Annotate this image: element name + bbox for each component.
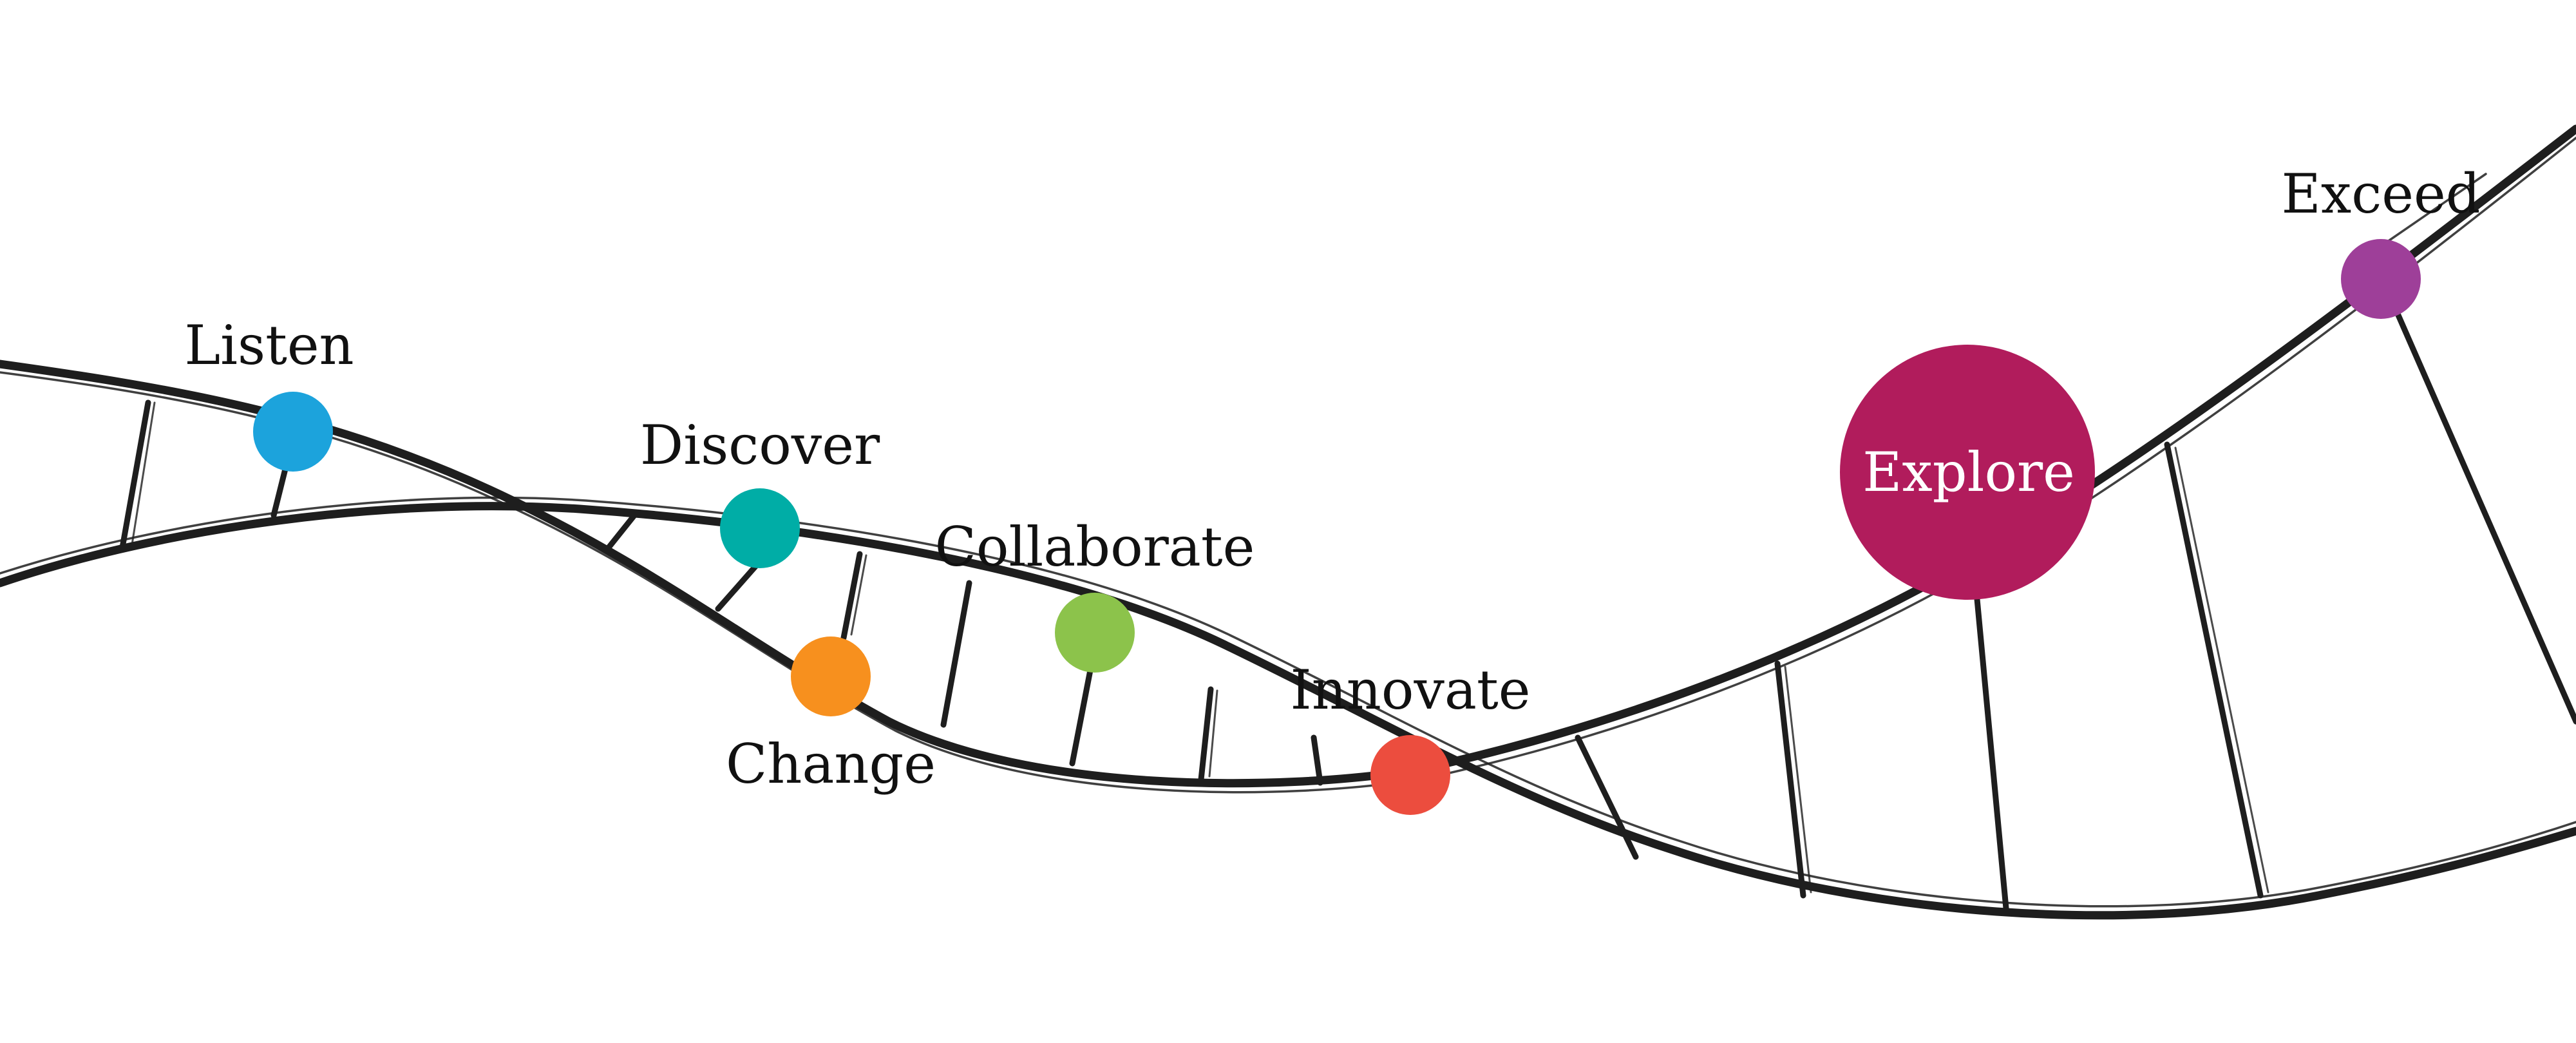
step-node-change bbox=[791, 636, 871, 716]
step-label-discover: Discover bbox=[640, 414, 880, 477]
step-node-discover bbox=[720, 488, 800, 568]
step-collaborate: Collaborate bbox=[935, 515, 1255, 673]
step-node-explore bbox=[1840, 345, 2095, 600]
helix-strand-a bbox=[0, 124, 2576, 794]
step-discover: Discover bbox=[640, 414, 880, 568]
helix-strand-b bbox=[0, 496, 2576, 920]
step-listen: Listen bbox=[184, 314, 354, 472]
step-label-innovate: Innovate bbox=[1291, 658, 1531, 722]
step-node-innovate bbox=[1370, 735, 1450, 815]
step-node-exceed bbox=[2341, 239, 2421, 319]
helix-rungs bbox=[119, 306, 2576, 912]
step-node-listen bbox=[253, 392, 333, 472]
step-label-explore: Explore bbox=[1862, 441, 2075, 504]
step-explore: Explore bbox=[1840, 345, 2095, 600]
step-innovate: Innovate bbox=[1291, 658, 1531, 815]
step-label-change: Change bbox=[726, 732, 936, 796]
step-label-listen: Listen bbox=[184, 314, 354, 377]
step-label-collaborate: Collaborate bbox=[935, 515, 1255, 579]
step-exceed: Exceed bbox=[2282, 162, 2481, 319]
step-change: Change bbox=[726, 636, 936, 796]
step-node-collaborate bbox=[1055, 593, 1135, 673]
step-label-exceed: Exceed bbox=[2282, 162, 2481, 225]
